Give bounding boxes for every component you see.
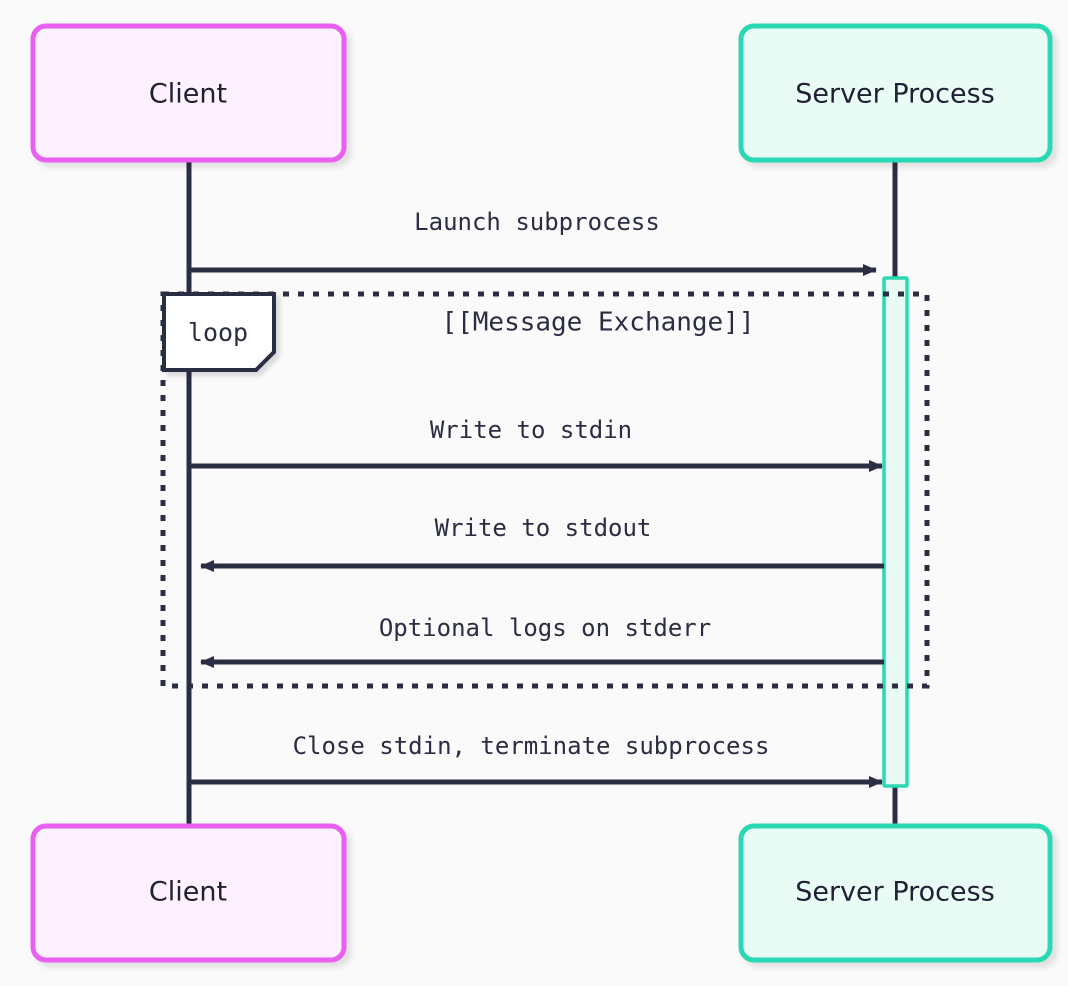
message-label-2: Write to stdout [435, 514, 652, 542]
participant-label-server-bottom: Server Process [795, 877, 995, 908]
message-label-4: Close stdin, terminate subprocess [293, 732, 770, 760]
participant-box-client-bottom[interactable]: Client [30, 823, 347, 963]
message-label-1: Write to stdin [430, 416, 632, 444]
participant-box-server-bottom[interactable]: Server Process [738, 823, 1053, 963]
participant-label-client-top: Client [149, 79, 227, 110]
participant-box-client-top[interactable]: Client [30, 23, 347, 163]
participant-label-server-top: Server Process [795, 79, 995, 110]
participant-label-client-bottom: Client [149, 877, 227, 908]
loop-title-label: [[Message Exchange]] [441, 308, 754, 338]
loop-fragment-frame [160, 291, 930, 689]
activation-bar-server [882, 276, 909, 788]
participant-box-server-top[interactable]: Server Process [738, 23, 1053, 163]
message-label-3: Optional logs on stderr [379, 614, 711, 642]
loop-tag-label: loop [188, 318, 248, 347]
loop-tag-box [162, 292, 276, 372]
message-label-0: Launch subprocess [414, 208, 660, 236]
